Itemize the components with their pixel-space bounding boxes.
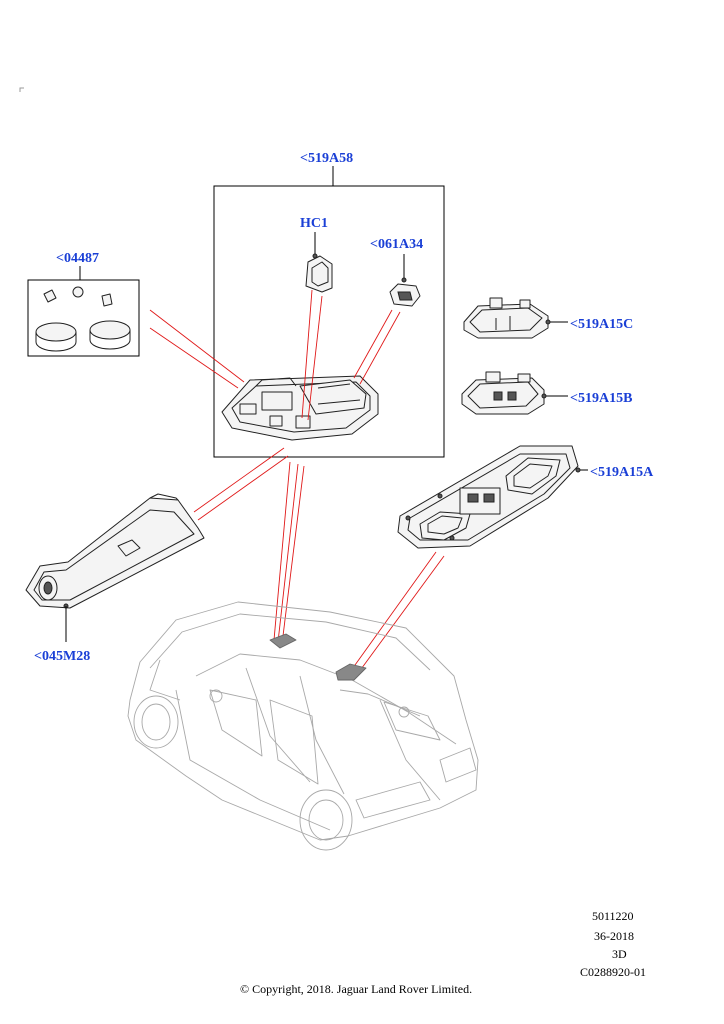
corner-mark [19, 87, 24, 92]
caps-box [27, 279, 140, 357]
meta-line-1: 5011220 [592, 909, 634, 923]
red-line-hc1-a [301, 289, 313, 419]
caps-part [35, 286, 131, 352]
red-line-061-a [353, 309, 393, 379]
vehicle-outline [127, 601, 479, 851]
callout-04487[interactable]: <04487 [56, 251, 99, 266]
red-line-a-1 [349, 551, 437, 673]
callout-HC1[interactable]: HC1 [300, 216, 328, 231]
callout-519A15A[interactable]: <519A15A [590, 465, 654, 480]
assembly-frame [213, 185, 445, 458]
red-line-a-2 [355, 555, 445, 677]
callout-061A34[interactable]: <061A34 [370, 237, 423, 252]
switch-pack-b-part [461, 371, 545, 415]
roof-console-a-part [397, 445, 579, 549]
meta-line-2: 36-2018 [594, 929, 634, 943]
overhead-console-part [221, 375, 379, 441]
red-line-car-3 [281, 465, 305, 645]
hc1-clip-part [305, 253, 333, 293]
red-line-04487-b [149, 327, 239, 389]
red-line-061-b [359, 311, 401, 385]
red-line-m28-b [197, 455, 289, 521]
callout-519A15B[interactable]: <519A15B [570, 391, 632, 406]
callout-519A15C[interactable]: <519A15C [570, 317, 633, 332]
red-line-car-1 [273, 461, 291, 641]
red-line-hc1-b [307, 295, 323, 421]
meta-line-3: 3D [612, 947, 627, 961]
callout-045M28[interactable]: <045M28 [34, 649, 90, 664]
red-line-04487-a [149, 309, 245, 383]
switch-pack-c-part [463, 297, 549, 339]
callout-519A58[interactable]: <519A58 [300, 151, 353, 166]
red-line-m28-a [193, 447, 285, 513]
meta-line-4: C0288920-01 [580, 965, 646, 979]
red-line-car-2 [277, 463, 299, 643]
trim-045M28-part [25, 493, 205, 609]
sensor-part [389, 277, 421, 307]
copyright-notice: © Copyright, 2018. Jaguar Land Rover Lim… [240, 982, 472, 996]
